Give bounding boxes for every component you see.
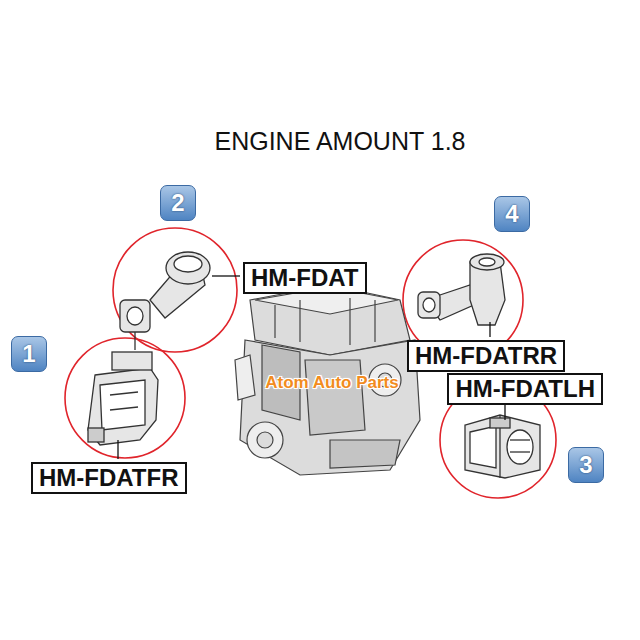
callout-text: 1 [12,337,46,371]
highlight-circle [65,338,185,458]
torque-rod [120,252,210,350]
callout-text: 2 [161,186,195,220]
part-code: HM-FDATFR [39,465,179,491]
callout-number: 1 [11,336,47,372]
callout-text: 3 [569,448,603,482]
part-label: HM-FDATFR [31,462,187,494]
front-mount [88,352,158,445]
part-code: HM-FDAT [251,265,359,291]
part-label: HM-FDATLH [447,373,603,405]
title: ENGINE AMOUNT 1.8 [215,127,466,156]
callout-number: 3 [568,447,604,483]
left-mount [465,415,540,478]
part-label: HM-FDATRR [407,340,565,372]
callout-number: 4 [494,196,530,232]
callout-text: 4 [495,197,529,231]
part-code: HM-FDATRR [415,343,557,369]
rear-mount [418,254,505,325]
engine-drawing [235,285,420,475]
part-code: HM-FDATLH [455,376,595,402]
watermark: Atom Auto Parts [265,373,399,393]
highlight-circle [113,228,237,352]
callout-number: 2 [160,185,196,221]
part-label: HM-FDAT [243,262,367,294]
